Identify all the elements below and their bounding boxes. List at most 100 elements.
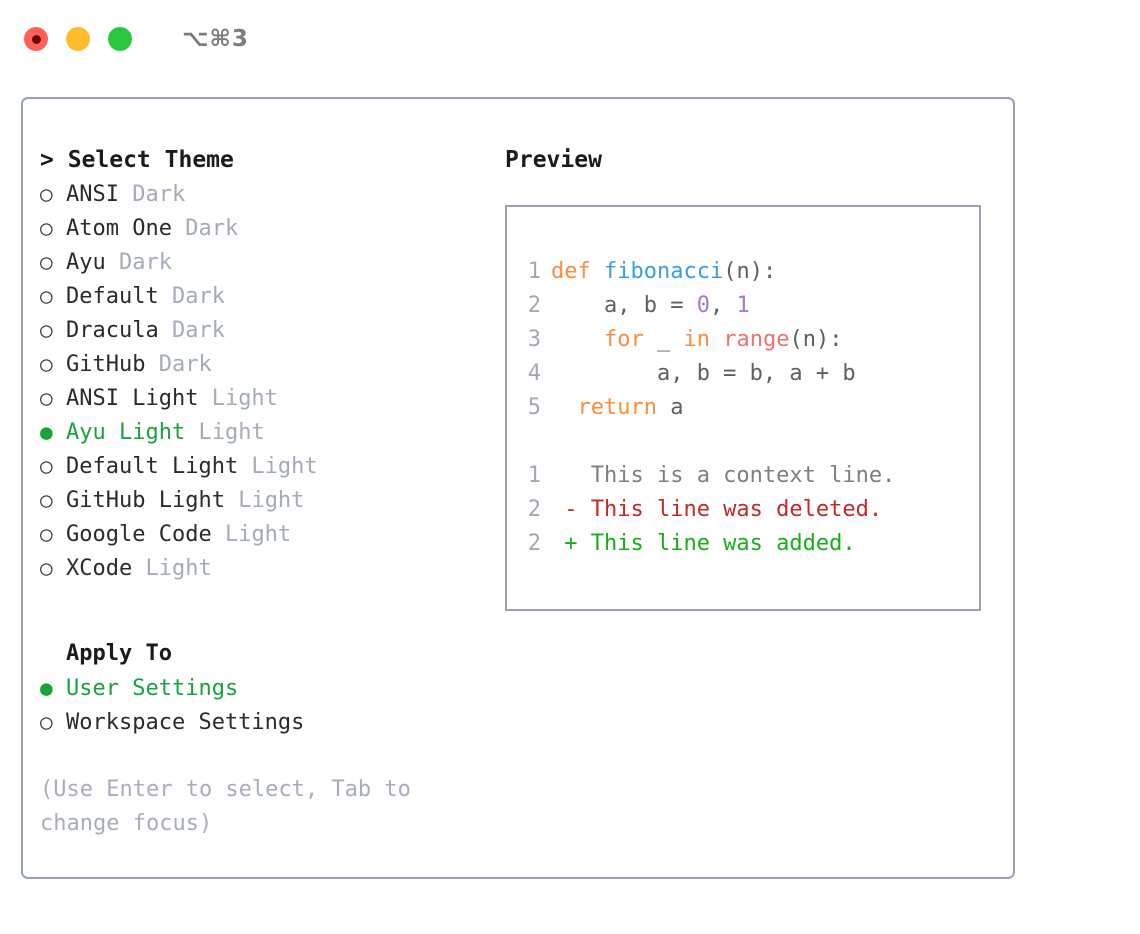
close-button[interactable] <box>24 27 48 51</box>
code-token-fn: fibonacci <box>604 259 724 284</box>
radio-unselected-icon: ○ <box>40 710 53 734</box>
code-line: 2 a, b = 0, 1 <box>507 289 979 323</box>
diff-line-content: + This line was added. <box>551 531 856 556</box>
theme-option-label: GitHub <box>66 352 146 377</box>
code-line-content: def fibonacci(n): <box>551 255 776 289</box>
radio-unselected-icon: ○ <box>40 352 53 376</box>
code-token-punc <box>551 395 578 420</box>
theme-option-ayu-light[interactable]: ● Ayu Light Light <box>40 415 485 449</box>
theme-option-variant-badge: Dark <box>158 318 225 343</box>
theme-option-google-code[interactable]: ○ Google Code Light <box>40 517 485 551</box>
diff-line-content: - This line was deleted. <box>551 497 883 522</box>
theme-option-ayu[interactable]: ○ Ayu Dark <box>40 245 485 279</box>
code-token-punc: (n): <box>723 259 777 284</box>
radio-unselected-icon: ○ <box>40 556 53 580</box>
keyboard-hint-text: (Use Enter to select, Tab to change focu… <box>40 777 425 836</box>
line-number: 3 <box>527 327 541 352</box>
radio-unselected-icon: ○ <box>40 284 53 308</box>
radio-unselected-icon: ○ <box>40 182 53 206</box>
line-number: 5 <box>527 395 541 420</box>
theme-option-label: Google Code <box>66 522 212 547</box>
theme-option-label: ANSI Light <box>66 386 199 411</box>
theme-option-variant-badge: Light <box>211 522 292 547</box>
theme-list-panel: > Select Theme ○ANSI Dark○Atom One Dark○… <box>23 143 485 841</box>
theme-option-variant-badge: Dark <box>158 284 225 309</box>
code-line-content: return a <box>551 391 684 425</box>
radio-unselected-icon: ○ <box>40 488 53 512</box>
radio-selected-icon: ● <box>40 676 53 700</box>
window-controls <box>24 27 132 51</box>
theme-option-label: Dracula <box>66 318 159 343</box>
code-token-punc: , <box>709 293 737 318</box>
theme-option-variant-badge: Dark <box>105 250 172 275</box>
theme-option-label: Ayu <box>66 250 106 275</box>
code-token-punc <box>591 259 604 284</box>
theme-option-label: Ayu Light <box>66 420 186 445</box>
apply-to-option-label: Workspace Settings <box>66 710 305 735</box>
theme-option-ansi-light[interactable]: ○ANSI Light Light <box>40 381 485 415</box>
minimize-button[interactable] <box>66 27 90 51</box>
code-line-content: for _ in range(n): <box>551 323 842 357</box>
theme-option-github[interactable]: ○ GitHub Dark <box>40 347 485 381</box>
diff-line-del: 2 - This line was deleted. <box>507 493 979 527</box>
line-number: 1 <box>527 259 541 284</box>
theme-option-ansi[interactable]: ○ ANSI Dark <box>40 177 485 211</box>
theme-option-github-light[interactable]: ○ GitHub Light Light <box>40 483 485 517</box>
apply-to-options-list: ●User Settings ○ Workspace Settings <box>40 671 485 739</box>
code-line-content: a, b = 0, 1 <box>551 289 750 323</box>
apply-to-option-user-settings[interactable]: ●User Settings <box>40 671 485 705</box>
theme-option-label: ANSI <box>66 182 119 207</box>
code-token-call: range <box>723 327 790 352</box>
apply-to-option-workspace-settings[interactable]: ○ Workspace Settings <box>40 705 485 739</box>
diff-line-content: This is a context line. <box>551 463 896 488</box>
line-number: 4 <box>527 361 541 386</box>
code-token-kw: return <box>577 395 657 420</box>
theme-option-label: GitHub Light <box>66 488 225 513</box>
theme-option-variant-badge: Dark <box>118 182 186 207</box>
diff-sample: 1 This is a context line.2 - This line w… <box>507 459 979 561</box>
recording-dot-icon <box>31 34 41 44</box>
code-token-num: 1 <box>736 293 750 318</box>
code-token-punc <box>551 327 604 352</box>
code-token-num: 0 <box>696 293 710 318</box>
radio-unselected-icon: ○ <box>40 454 53 478</box>
diff-line-ctx: 1 This is a context line. <box>507 459 979 493</box>
code-token-punc: (n): <box>789 327 843 352</box>
theme-option-variant-badge: Light <box>224 488 305 513</box>
theme-option-variant-badge: Light <box>185 420 265 445</box>
code-token-var: a <box>656 395 684 420</box>
keyboard-shortcut-label: ⌥⌘3 <box>182 26 249 52</box>
line-number: 2 <box>527 497 541 522</box>
theme-option-variant-badge: Light <box>132 556 212 581</box>
theme-option-label: Atom One <box>66 216 172 241</box>
code-token-kw: in <box>683 327 710 352</box>
code-line-content: a, b = b, a + b <box>551 357 856 391</box>
line-number: 1 <box>527 463 541 488</box>
theme-option-xcode[interactable]: ○XCode Light <box>40 551 485 585</box>
theme-option-atom-one[interactable]: ○ Atom One Dark <box>40 211 485 245</box>
radio-selected-icon: ● <box>40 420 53 444</box>
code-line: 4 a, b = b, a + b <box>507 357 979 391</box>
theme-option-variant-badge: Light <box>238 454 318 479</box>
code-token-var: a, b = <box>551 293 697 318</box>
maximize-button[interactable] <box>108 27 132 51</box>
theme-options-list: ○ANSI Dark○Atom One Dark○Ayu Dark○Defaul… <box>40 177 485 585</box>
theme-option-variant-badge: Dark <box>145 352 212 377</box>
theme-option-variant-badge: Dark <box>171 216 239 241</box>
code-line: 1 def fibonacci(n): <box>507 255 979 289</box>
code-line: 3 for _ in range(n): <box>507 323 979 357</box>
radio-unselected-icon: ○ <box>40 522 53 546</box>
code-line: 5 return a <box>507 391 979 425</box>
code-token-var: _ <box>643 327 684 352</box>
select-theme-heading: > Select Theme <box>40 147 234 173</box>
radio-unselected-icon: ○ <box>40 216 53 240</box>
theme-option-dracula[interactable]: ○Dracula Dark <box>40 313 485 347</box>
diff-line-add: 2 + This line was added. <box>507 527 979 561</box>
theme-option-default[interactable]: ○Default Dark <box>40 279 485 313</box>
theme-option-default-light[interactable]: ○Default Light Light <box>40 449 485 483</box>
radio-unselected-icon: ○ <box>40 250 53 274</box>
code-token-var: a, b = b, a + b <box>551 361 856 386</box>
code-token-kw: def <box>551 259 591 284</box>
